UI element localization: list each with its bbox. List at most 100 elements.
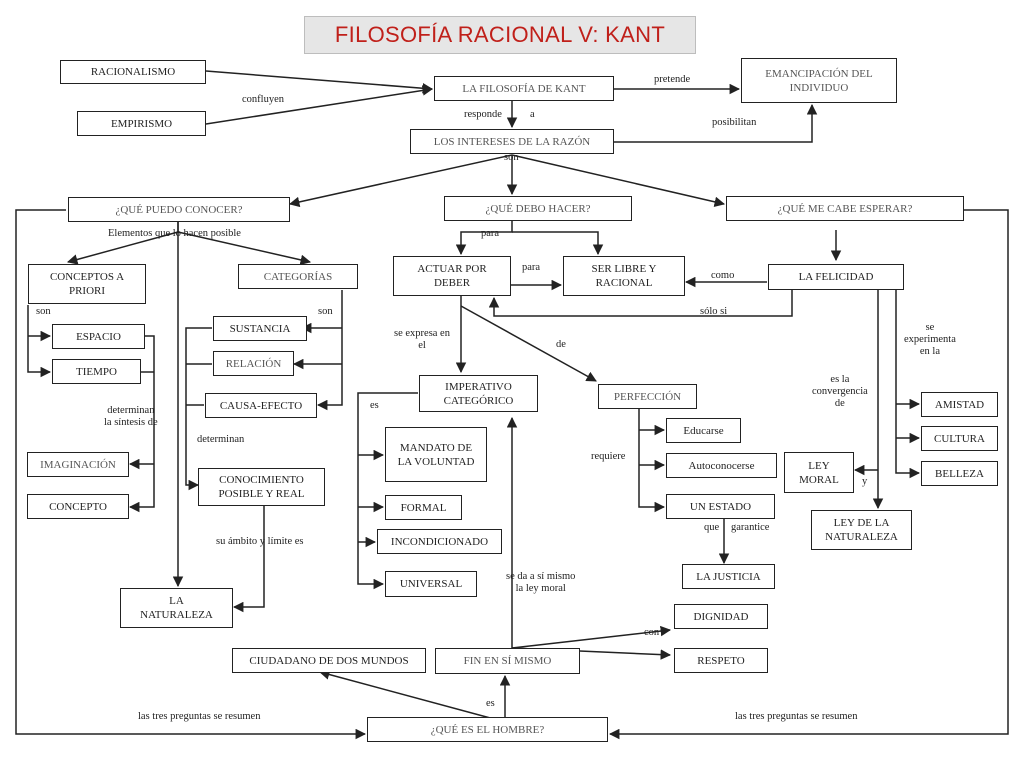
node-filosofia-kant[interactable]: LA FILOSOFÍA DE KANT: [434, 76, 614, 101]
node-label: LEY DE LA NATURALEZA: [825, 517, 898, 543]
label-pretende: pretende: [654, 74, 691, 85]
node-label: CULTURA: [934, 432, 985, 445]
node-label: SUSTANCIA: [229, 322, 291, 335]
label-responde: responde: [464, 109, 502, 120]
node-label: ¿QUÉ DEBO HACER?: [485, 202, 591, 215]
node-label: LOS INTERESES DE LA RAZÓN: [433, 135, 591, 148]
node-label: MANDATO DE LA VOLUNTAD: [397, 441, 475, 468]
label-como: como: [711, 270, 735, 281]
node-label: ¿QUÉ ME CABE ESPERAR?: [777, 202, 913, 215]
node-ciudadano-dos-mundos[interactable]: CIUDADANO DE DOS MUNDOS: [232, 648, 426, 673]
label-posibilitan: posibilitan: [712, 117, 757, 128]
node-label: UN ESTADO: [689, 500, 752, 513]
node-concepto[interactable]: CONCEPTO: [27, 494, 129, 519]
node-ley-moral[interactable]: LEY MORAL: [784, 452, 854, 493]
node-label: IMAGINACIÓN: [40, 458, 116, 471]
node-label: Educarse: [683, 424, 724, 437]
node-label: CONCEPTO: [49, 500, 107, 513]
node-label: CONOCIMIENTO POSIBLE Y REAL: [218, 474, 305, 500]
label-determinan-sintesis: determinan la síntesis de: [104, 405, 158, 428]
label-su-ambito: su ámbito y límite es: [216, 536, 304, 547]
node-label: UNIVERSAL: [399, 578, 463, 590]
page-title: FILOSOFÍA RACIONAL V: KANT: [334, 22, 666, 47]
node-incondicionado[interactable]: INCONDICIONADO: [377, 529, 502, 554]
label-es-hombre: es: [486, 698, 495, 709]
node-respeto[interactable]: RESPETO: [674, 648, 768, 673]
node-que-me-cabe-esperar[interactable]: ¿QUÉ ME CABE ESPERAR?: [726, 196, 964, 221]
label-con: con: [644, 627, 660, 638]
node-label: INCONDICIONADO: [390, 535, 489, 548]
node-intereses-razon[interactable]: LOS INTERESES DE LA RAZÓN: [410, 129, 614, 154]
label-son-categorias: son: [318, 306, 333, 317]
node-label: CAUSA-EFECTO: [219, 399, 303, 412]
node-label: ¿QUÉ ES EL HOMBRE?: [430, 723, 545, 736]
node-label: LEY MORAL: [799, 459, 839, 486]
node-imaginacion[interactable]: IMAGINACIÓN: [27, 452, 129, 477]
node-label: LA FILOSOFÍA DE KANT: [462, 82, 586, 95]
node-label: SER LIBRE Y RACIONAL: [591, 263, 657, 289]
node-label: ACTUAR POR DEBER: [417, 263, 487, 289]
node-label: FIN EN SÍ MISMO: [463, 655, 552, 667]
label-determinan: determinan: [197, 434, 245, 445]
label-de: de: [556, 339, 566, 350]
node-label: CIUDADANO DE DOS MUNDOS: [249, 654, 409, 667]
node-que-es-el-hombre[interactable]: ¿QUÉ ES EL HOMBRE?: [367, 717, 608, 742]
node-label: LA FELICIDAD: [798, 271, 874, 283]
node-label: RESPETO: [697, 654, 745, 667]
node-empirismo[interactable]: EMPIRISMO: [77, 111, 206, 136]
node-sustancia[interactable]: SUSTANCIA: [213, 316, 307, 341]
node-conceptos-a-priori[interactable]: CONCEPTOS A PRIORI: [28, 264, 146, 304]
node-racionalismo[interactable]: RACIONALISMO: [60, 60, 206, 84]
node-label: AMISTAD: [934, 398, 985, 411]
node-label: DIGNIDAD: [693, 610, 749, 623]
label-confluyen: confluyen: [242, 94, 284, 105]
node-mandato-voluntad[interactable]: MANDATO DE LA VOLUNTAD: [385, 427, 487, 482]
node-perfeccion[interactable]: PERFECCIÓN: [598, 384, 697, 409]
node-la-felicidad[interactable]: LA FELICIDAD: [768, 264, 904, 290]
node-label: FORMAL: [400, 501, 447, 514]
node-amistad[interactable]: AMISTAD: [921, 392, 998, 417]
node-tiempo[interactable]: TIEMPO: [52, 359, 141, 384]
node-categorias[interactable]: CATEGORÍAS: [238, 264, 358, 289]
node-que-puedo-conocer[interactable]: ¿QUÉ PUEDO CONOCER?: [68, 197, 290, 222]
node-label: EMPIRISMO: [110, 117, 173, 130]
node-un-estado[interactable]: UN ESTADO: [666, 494, 775, 519]
node-label: TIEMPO: [76, 365, 117, 378]
node-causa-efecto[interactable]: CAUSA-EFECTO: [205, 393, 317, 418]
label-garantice: garantice: [731, 522, 770, 533]
node-conocimiento-posible[interactable]: CONOCIMIENTO POSIBLE Y REAL: [198, 468, 325, 506]
node-formal[interactable]: FORMAL: [385, 495, 462, 520]
node-relacion[interactable]: RELACIÓN: [213, 351, 294, 376]
node-label: PERFECCIÓN: [613, 390, 682, 403]
node-actuar-por-deber[interactable]: ACTUAR POR DEBER: [393, 256, 511, 296]
node-cultura[interactable]: CULTURA: [921, 426, 998, 451]
node-fin-en-si-mismo[interactable]: FIN EN SÍ MISMO: [435, 648, 580, 674]
node-universal[interactable]: UNIVERSAL: [385, 571, 477, 597]
node-label: BELLEZA: [935, 467, 984, 480]
label-son-conceptos: son: [36, 306, 51, 317]
node-label: RELACIÓN: [225, 357, 282, 370]
node-label: RACIONALISMO: [90, 66, 176, 78]
node-ser-libre[interactable]: SER LIBRE Y RACIONAL: [563, 256, 685, 296]
node-que-debo-hacer[interactable]: ¿QUÉ DEBO HACER?: [444, 196, 632, 221]
node-la-naturaleza[interactable]: LA NATURALEZA: [120, 588, 233, 628]
node-label: CONCEPTOS A PRIORI: [49, 271, 125, 297]
node-autoconocerse[interactable]: Autoconocerse: [666, 453, 777, 478]
node-espacio[interactable]: ESPACIO: [52, 324, 145, 349]
node-educarse[interactable]: Educarse: [666, 418, 741, 443]
node-belleza[interactable]: BELLEZA: [921, 461, 998, 486]
label-se-da: se da a sí mismo la ley moral: [506, 571, 576, 594]
title-banner: FILOSOFÍA RACIONAL V: KANT: [304, 16, 696, 54]
label-que: que: [704, 522, 720, 533]
node-emancipacion[interactable]: EMANCIPACIÓN DEL INDIVIDUO: [741, 58, 897, 103]
label-resumen-left: las tres preguntas se resumen: [138, 711, 261, 722]
node-label: ESPACIO: [76, 330, 121, 343]
node-la-justicia[interactable]: LA JUSTICIA: [682, 564, 775, 589]
node-imperativo-categorico[interactable]: IMPERATIVO CATEGÓRICO: [419, 375, 538, 412]
node-dignidad[interactable]: DIGNIDAD: [674, 604, 768, 629]
label-es-imperativo: es: [370, 400, 379, 411]
node-label: CATEGORÍAS: [263, 270, 333, 283]
label-resumen-right: las tres preguntas se resumen: [735, 711, 858, 722]
node-ley-naturaleza[interactable]: LEY DE LA NATURALEZA: [811, 510, 912, 550]
